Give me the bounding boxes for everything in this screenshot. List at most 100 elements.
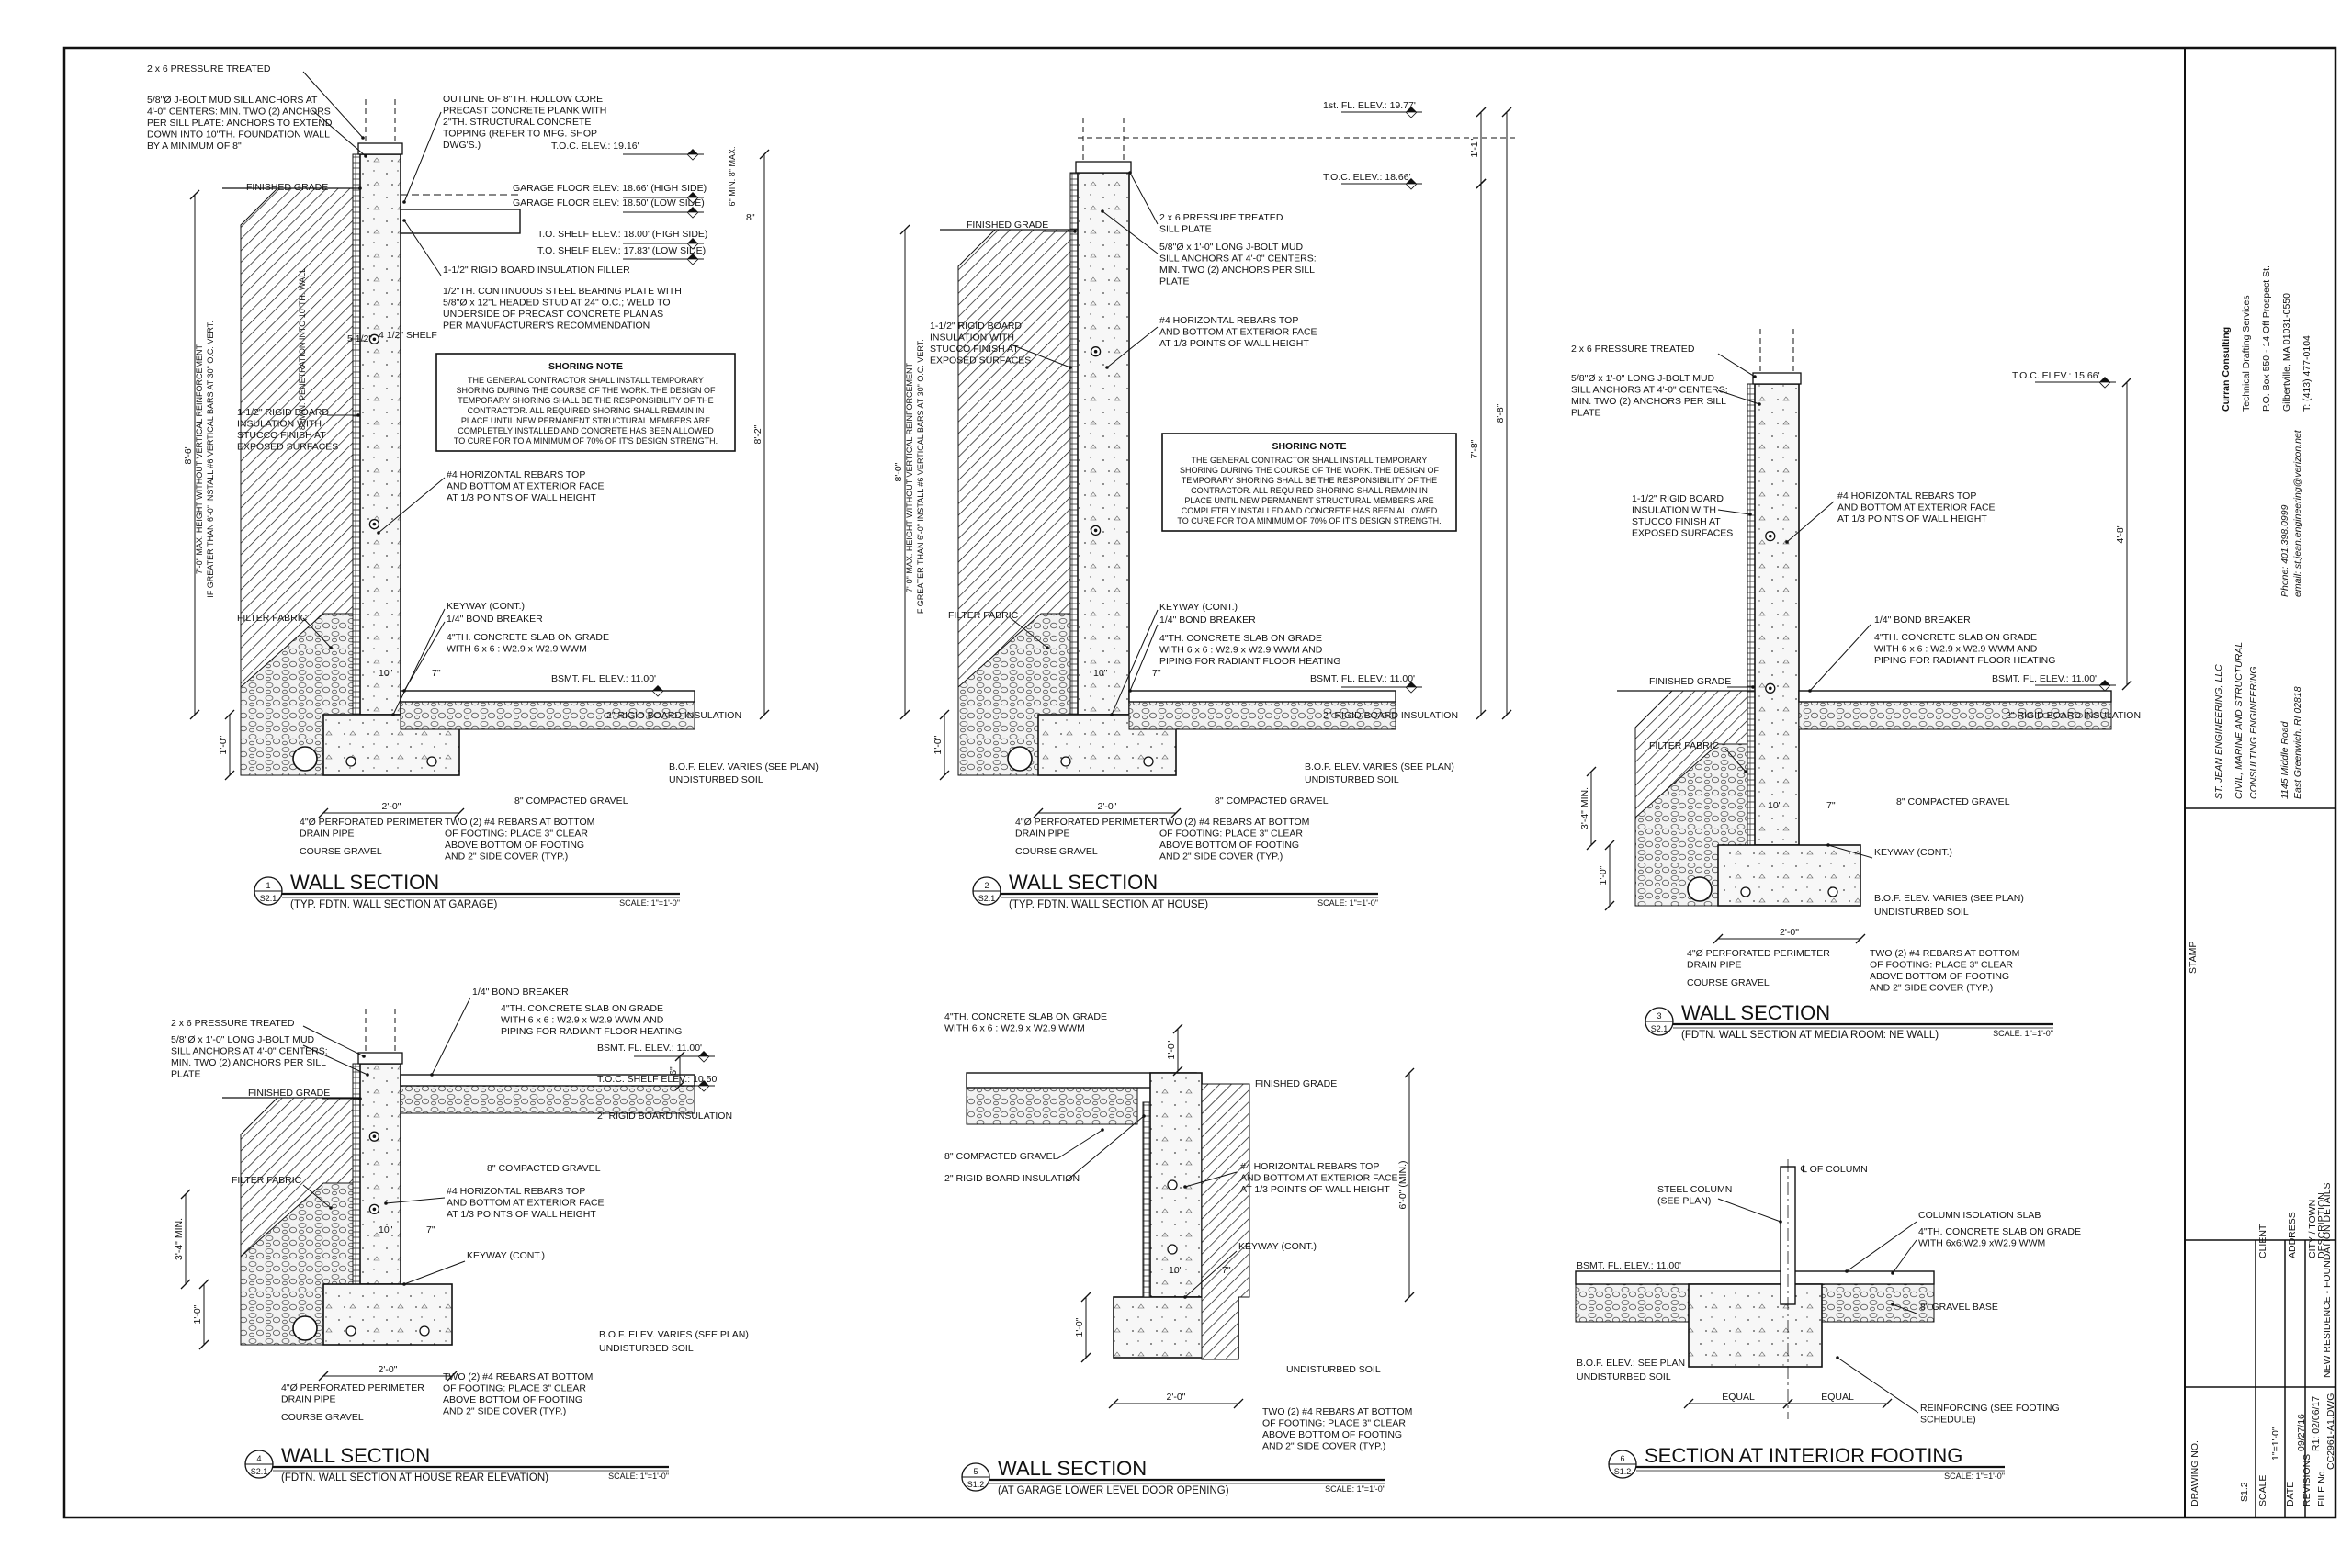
leader-line	[1717, 389, 1760, 405]
dim-8-2: 8'-2"	[752, 149, 770, 720]
right-note-line: MIN. TWO (2) ANCHORS PER SILL	[1159, 265, 1315, 276]
dimension-text: 6"	[668, 1066, 679, 1076]
bottom-note-line: AND 2" SIDE COVER (TYP.)	[1262, 1441, 1385, 1452]
right-note-line: AND BOTTOM AT EXTERIOR FACE	[1240, 1173, 1398, 1184]
right-note: UNDISTURBED SOIL	[669, 774, 763, 785]
left-note-line: 2" RIGID BOARD INSULATION	[944, 1173, 1080, 1184]
dimension-text: 4'-8"	[2115, 524, 2126, 543]
foundation-wall	[359, 153, 401, 716]
company-line: Technical Drafting Services	[2241, 295, 2252, 412]
left-note-line: STUCCO FINISH AT	[1632, 516, 1721, 527]
leader-dot	[1128, 689, 1132, 693]
right-note: UNDISTURBED SOIL	[1305, 774, 1399, 785]
right-note: 1st. FL. ELEV.: 19.77'	[1323, 100, 1416, 111]
right-note-line: PIPING FOR RADIANT FLOOR HEATING	[1159, 656, 1340, 667]
bottom-note-line: DRAIN PIPE	[281, 1394, 336, 1405]
right-note-line: WITH 6 x 6 : W2.9 x W2.9 WWM AND	[1159, 645, 1323, 656]
dimension-text: 6'-0" (MIN.)	[1397, 1161, 1408, 1210]
right-note-line: AND BOTTOM AT EXTERIOR FACE	[447, 481, 605, 492]
rigid-insulation	[1142, 1101, 1151, 1298]
right-note-line: PIPING FOR RADIANT FLOOR HEATING	[1874, 655, 2055, 666]
right-note-line: WITH 6 x 6 : W2.9 x W2.9 WWM AND	[1874, 644, 2038, 655]
left-note-line: BY A MINIMUM OF 8"	[147, 141, 242, 152]
leader-dot	[356, 413, 360, 417]
bottom-note: COURSE GRAVEL	[1015, 846, 1098, 857]
right-note: KEYWAY (CONT.)	[1238, 1241, 1317, 1252]
shoring-note-line: COMPLETELY INSTALLED AND CONCRETE HAS BE…	[458, 426, 714, 435]
dimension-text: 1'-1"	[1469, 138, 1480, 157]
bottom-note-line: OF FOOTING: PLACE 3" CLEAR	[1262, 1418, 1406, 1429]
shoring-note-line: THE GENERAL CONTRACTOR SHALL INSTALL TEM…	[468, 376, 704, 385]
elevation-marker	[1341, 107, 1422, 118]
revision-value: R1: 02/06/17	[2311, 1396, 2322, 1451]
shoring-note-line: CONTRACTOR. ALL REQUIRED SHORING SHALL R…	[1191, 486, 1428, 495]
slab-on-grade	[400, 1074, 695, 1087]
right-note-line: 5/8"Ø x 1'-0" LONG J-BOLT MUD	[1159, 242, 1304, 253]
left-note-line: WITH 6 x 6 : W2.9 x W2.9 WWM	[944, 1023, 1085, 1034]
dimension-text: EQUAL	[1821, 1392, 1854, 1403]
right-note-line: AT 1/3 POINTS OF WALL HEIGHT	[1159, 338, 1309, 349]
leader-dot	[364, 154, 368, 158]
right-note-line: 1-1/2" RIGID BOARD INSULATION FILLER	[443, 265, 630, 276]
dimension-text: 8'-2"	[752, 424, 763, 444]
elevation-marker	[2035, 680, 2116, 692]
bottom-note-line: AND 2" SIDE COVER (TYP.)	[1870, 983, 1993, 994]
drawing-no-label: DRAWING NO.	[2189, 1440, 2200, 1506]
elevation-marker	[2035, 377, 2116, 389]
leader-dot	[1891, 1271, 1894, 1275]
right-note-line: 2" RIGID BOARD INSULATION	[606, 710, 741, 721]
date-value: 09/27/16	[2296, 1414, 2307, 1451]
leader-dot	[1785, 540, 1789, 544]
leader-dot	[1808, 689, 1812, 693]
left-note: FINISHED GRADE	[967, 220, 1048, 231]
leader-dot	[402, 219, 406, 222]
right-note-line: BSMT. FL. ELEV.: 11.00'	[1310, 673, 1415, 684]
left-note-line: 1-1/2" RIGID BOARD	[1632, 493, 1724, 504]
left-note-line: 2 x 6 PRESSURE TREATED	[1571, 344, 1695, 355]
leader-dot	[1836, 1356, 1839, 1359]
right-note: 1-1/2" RIGID BOARD INSULATION FILLER	[443, 265, 630, 276]
dim-2-0: 2'-0"	[318, 801, 465, 818]
right-note: BSMT. FL. ELEV.: 11.00'	[1992, 673, 2097, 684]
right-note: UNDISTURBED SOIL	[599, 1343, 694, 1354]
leader-line	[1837, 1357, 1919, 1414]
right-note-line: #4 HORIZONTAL REBARS TOP	[1159, 315, 1298, 326]
right-note-line: UNDISTURBED SOIL	[1286, 1364, 1381, 1375]
right-note: 1/4" BOND BREAKER	[447, 614, 543, 625]
client-label: CLIENT	[2257, 1224, 2268, 1258]
dimension-text: 8'-0"	[893, 462, 904, 481]
shoring-note-line: SHORING DURING THE COURSE OF THE WORK. T…	[456, 386, 716, 395]
bottom-note-line: TWO (2) #4 REBARS AT BOTTOM	[445, 817, 594, 828]
dimension-text: 2'-0"	[379, 1364, 398, 1375]
leader-dot	[430, 1073, 434, 1077]
leader-line	[1717, 353, 1756, 378]
rebar	[345, 756, 356, 767]
rebar	[1827, 886, 1838, 897]
left-note: B.O.F. ELEV.: SEE PLAN	[1577, 1358, 1685, 1369]
dimension-text: 1'-0"	[218, 735, 229, 754]
leader-dot	[358, 186, 362, 190]
bottom-note-line: AND 2" SIDE COVER (TYP.)	[1159, 852, 1283, 863]
company-line: P.O. Box 550 - 14 Off Prospect St.	[2261, 265, 2272, 412]
leader-dot	[1748, 513, 1752, 516]
shoring-note-line: TO CURE FOR TO A MINIMUM OF 70% OF IT'S …	[1177, 516, 1441, 525]
right-note: T.O.C. SHELF ELEV.: 10.50'	[597, 1074, 718, 1085]
drawing-number: S1.2	[2239, 1482, 2250, 1502]
dimension-text: 3'-4" MIN.	[174, 1218, 185, 1260]
dim-note: IF GREATER THAN 6'-0" INSTALL #6 VERTICA…	[916, 339, 925, 615]
left-note-line: INSULATION WITH	[237, 419, 322, 430]
leader-dot	[1779, 1220, 1782, 1224]
rigid-insulation	[352, 153, 361, 716]
shoring-note-line: TEMPORARY SHORING SHALL BE THE RESPONSIB…	[1182, 476, 1437, 485]
left-note-line: STUCCO FINISH AT	[930, 344, 1019, 355]
leader-line	[1102, 210, 1159, 254]
